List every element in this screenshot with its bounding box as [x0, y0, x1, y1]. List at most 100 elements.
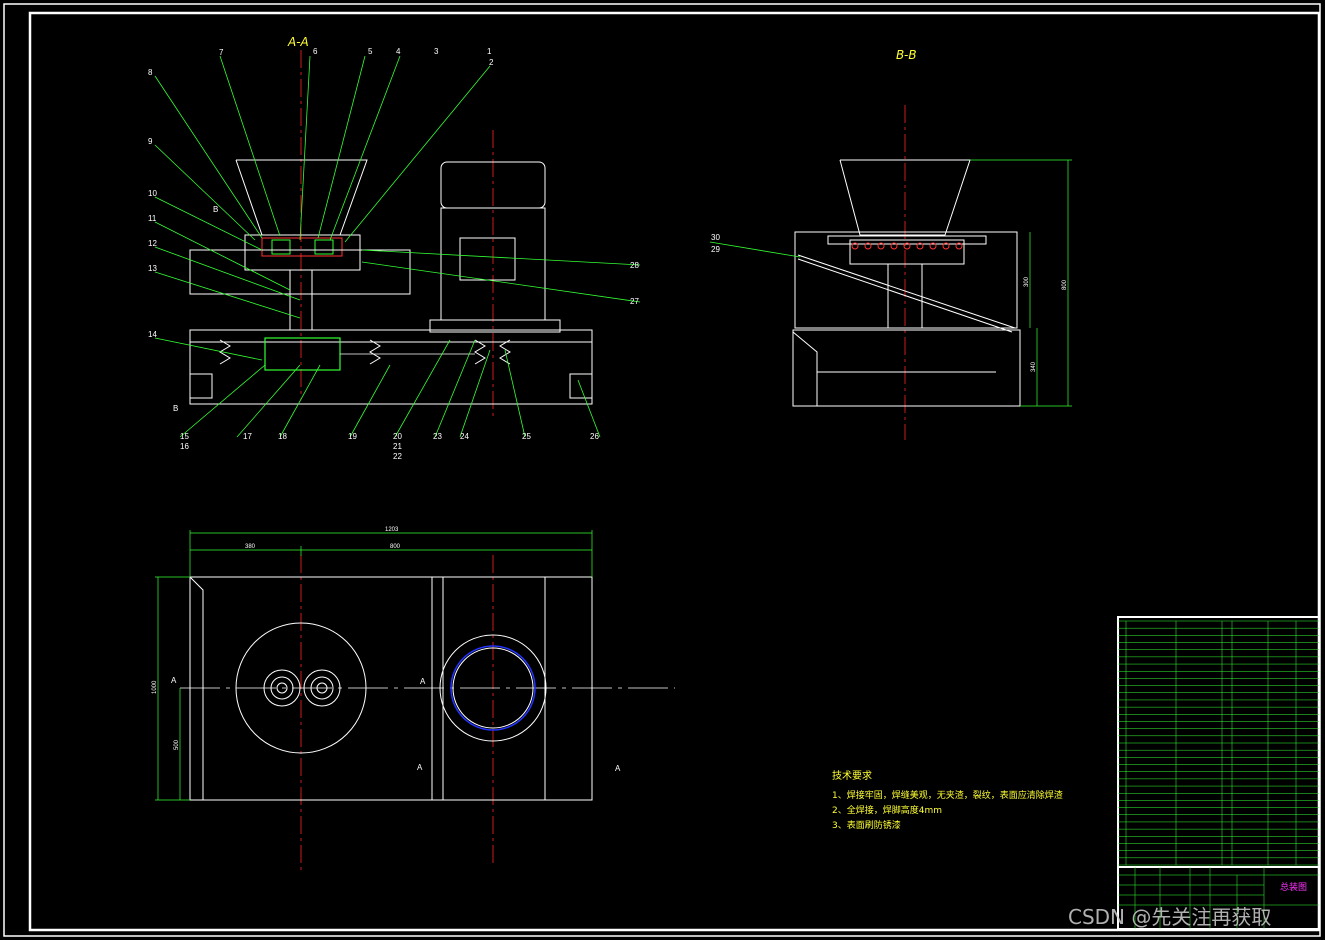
- plan-motor-inner: [452, 647, 534, 729]
- notes-line-3: 3、表面刷防锈漆: [832, 819, 901, 831]
- outer-frame: [3, 3, 1321, 937]
- bb-dim-340: 340: [1031, 361, 1037, 372]
- plan-dim-800: 800: [390, 544, 401, 550]
- inner-frame: [28, 11, 1321, 932]
- part-no-23: 23: [433, 432, 442, 441]
- part-no-2: 2: [489, 58, 494, 67]
- plan-housing-circle: [235, 622, 367, 754]
- plan-rotor-left: [263, 669, 301, 707]
- aa-pulley-mid-groove: [369, 339, 381, 365]
- plan-dims: [155, 530, 593, 801]
- notes-title: 技术要求: [832, 769, 872, 782]
- section-mark-a-right: A: [615, 764, 621, 773]
- part-no-7: 7: [219, 48, 224, 57]
- part-no-16: 16: [180, 442, 189, 451]
- title-block-grid: [1118, 867, 1319, 929]
- section-mark-b-bottom: B: [173, 404, 178, 413]
- view-aa: A-A: [148, 35, 641, 461]
- plan-motor-bearing: [450, 645, 536, 731]
- part-no-3: 3: [434, 47, 439, 56]
- part-no-8: 8: [148, 68, 153, 77]
- plan-dim-1203: 1203: [385, 527, 399, 533]
- part-no-9: 9: [148, 137, 153, 146]
- aa-base-foot-left: [189, 373, 213, 399]
- plan-motor-outer: [439, 634, 547, 742]
- aa-leaders: [154, 55, 641, 438]
- bb-base-hopper: [792, 331, 818, 406]
- bb-hopper: [839, 159, 971, 236]
- view-plan: 1203 380 800 1000 500 A A A A: [152, 527, 675, 870]
- section-mark-a-left: A: [171, 676, 177, 685]
- view-aa-title: A-A: [287, 35, 309, 49]
- part-no-20: 20: [393, 432, 402, 441]
- part-no-6: 6: [313, 47, 318, 56]
- part-no-21: 21: [393, 442, 402, 451]
- section-mark-a-mid: A: [420, 677, 426, 686]
- bb-base: [792, 329, 1021, 407]
- plan-dim-1000: 1000: [152, 680, 158, 694]
- plan-rotor-right: [303, 669, 341, 707]
- plan-inner: [189, 576, 204, 800]
- bb-leader-30: [709, 241, 801, 258]
- aa-base: [189, 341, 593, 405]
- plan-dim-380: 380: [245, 544, 256, 550]
- parts-list: 总装图: [1117, 616, 1320, 930]
- plan-rotor-left-core: [276, 682, 288, 694]
- part-no-24: 24: [460, 432, 469, 441]
- part-no-26: 26: [590, 432, 599, 441]
- parts-list-border: [1117, 616, 1320, 868]
- part-no-14: 14: [148, 330, 157, 339]
- aa-base-foot-right: [569, 373, 593, 399]
- plan-outline: [189, 576, 593, 801]
- part-no-22: 22: [393, 452, 402, 461]
- part-no-13: 13: [148, 264, 157, 273]
- aa-motor-base: [429, 319, 561, 333]
- aa-housing-red: [261, 237, 343, 257]
- part-no-17: 17: [243, 432, 252, 441]
- notes-line-2: 2、全焊接，焊脚高度4mm: [832, 804, 942, 816]
- part-no-12: 12: [148, 239, 157, 248]
- aa-pulley-left-groove: [219, 339, 231, 365]
- part-no-18: 18: [278, 432, 287, 441]
- bb-chamber: [794, 231, 1018, 329]
- plan-rotor-right-in: [310, 676, 334, 700]
- notes-line-1: 1、焊接牢固，焊缝美观，无夹渣，裂纹，表面应清除焊渣: [832, 789, 1063, 801]
- bb-chute-2: [797, 258, 1013, 333]
- plan-dim-500: 500: [174, 739, 180, 750]
- part-no-10: 10: [148, 189, 157, 198]
- plan-rotor-right-core: [316, 682, 328, 694]
- bb-dims: [970, 159, 1072, 407]
- part-no-15: 15: [180, 432, 189, 441]
- view-bb-title: B-B: [896, 48, 917, 62]
- part-no-11: 11: [148, 214, 157, 223]
- part-no-4: 4: [396, 47, 401, 56]
- section-mark-a-lower: A: [417, 763, 423, 772]
- aa-rotor-left: [271, 239, 291, 255]
- aa-hopper: [235, 159, 368, 236]
- bb-dim-300: 300: [1024, 276, 1030, 287]
- title-block-border: [1117, 866, 1320, 930]
- aa-pulley-left: [264, 337, 341, 371]
- bb-hammers: [851, 242, 963, 250]
- part-no-5: 5: [368, 47, 373, 56]
- title-block-name: 总装图: [1280, 881, 1307, 893]
- part-no-25: 25: [522, 432, 531, 441]
- part-no-30: 30: [711, 233, 720, 242]
- part-no-19: 19: [348, 432, 357, 441]
- bb-chamber-inner: [827, 235, 987, 245]
- parts-grid: [1118, 620, 1319, 866]
- part-no-29: 29: [711, 245, 720, 254]
- view-bb: B-B 30 29 300 800 340: [709, 48, 1072, 440]
- bb-chute-1: [797, 254, 1016, 329]
- bb-dim-800: 800: [1062, 279, 1068, 290]
- tech-notes: 技术要求 1、焊接牢固，焊缝美观，无夹渣，裂纹，表面应清除焊渣 2、全焊接，焊脚…: [832, 769, 1063, 831]
- bb-column: [887, 263, 923, 329]
- section-mark-b-top: B: [213, 205, 218, 214]
- plan-rotor-left-in: [270, 676, 294, 700]
- aa-rotor-right: [314, 239, 334, 255]
- aa-motor-box: [459, 237, 516, 281]
- part-no-1: 1: [487, 47, 492, 56]
- watermark: CSDN @先关注再获取: [1068, 905, 1271, 929]
- aa-pulley-right-groove: [474, 339, 511, 365]
